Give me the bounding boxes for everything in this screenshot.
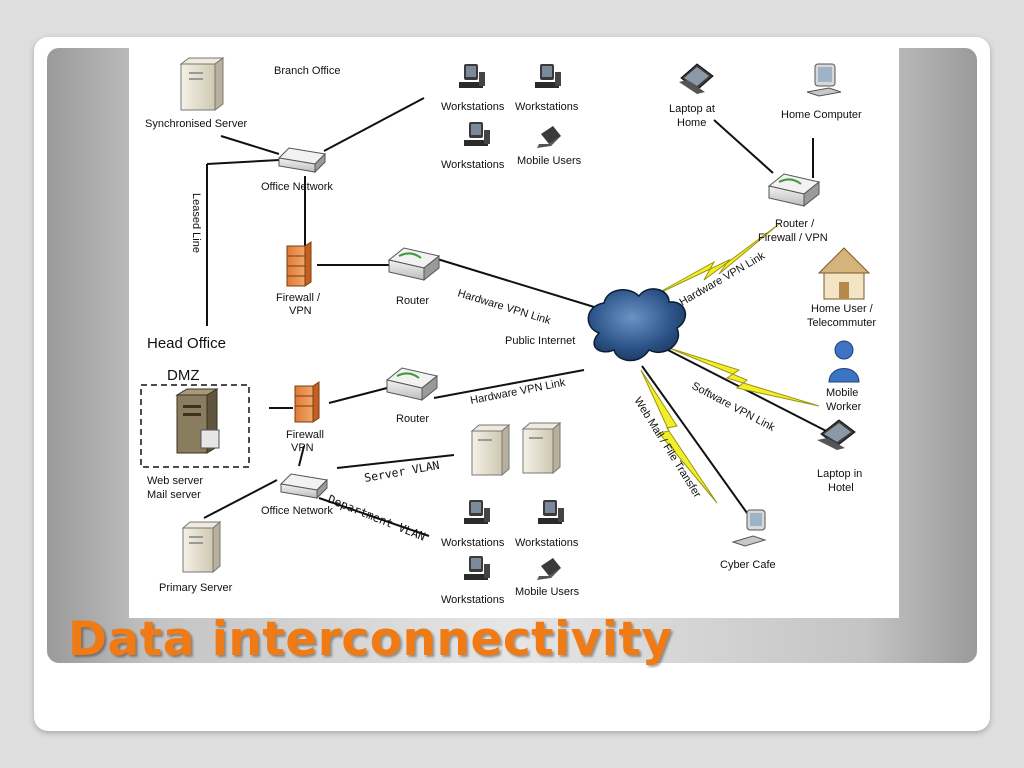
router-firewall-vpn-label-line2: Firewall / VPN [758, 232, 828, 244]
workstation-icon-6 [464, 556, 490, 580]
router-icon-2 [385, 367, 439, 402]
router-label-1: Router [396, 295, 429, 307]
laptop-at-home-icon [679, 63, 714, 94]
router-firewall-vpn-label-line1: Router / [775, 218, 815, 230]
cyber-cafe-label: Cyber Cafe [720, 559, 776, 571]
home-user-label-line2: Telecommuter [807, 317, 876, 329]
office-network-label-1: Office Network [261, 181, 333, 193]
vlan-server-icon-2 [521, 421, 562, 475]
laptop-at-home-label-line2: Home [677, 117, 706, 129]
dmz-box [140, 384, 250, 468]
firewall-vpn-label-1-line1: Firewall / [276, 292, 321, 304]
router-icon-1 [387, 247, 441, 282]
vpn-lightning-bolts [640, 223, 820, 504]
mobile-user-icon-2 [537, 558, 561, 580]
leased-line-label: Leased Line [190, 193, 202, 253]
office-network-label-2: Office Network [261, 505, 333, 517]
hardware-vpn-link-label-1: Hardware VPN Link [456, 287, 552, 327]
home-user-label-line1: Home User / [811, 303, 874, 315]
slide-title: Data interconnectivity [68, 612, 673, 667]
workstation-icon-2 [535, 64, 561, 88]
firewall-vpn-label-2-line1: Firewall [286, 429, 324, 441]
head-office-label: Head Office [147, 335, 226, 352]
workstation-icon-1 [459, 64, 485, 88]
mobile-users-label-1: Mobile Users [517, 155, 582, 167]
home-computer-label: Home Computer [781, 109, 862, 121]
internet-cloud-icon [587, 288, 687, 362]
mail-server-label: Mail server [147, 489, 201, 501]
branch-office-label: Branch Office [274, 65, 340, 77]
hardware-vpn-link-label-2: Hardware VPN Link [469, 377, 567, 407]
hardware-vpn-link-label-3: Hardware VPN Link [678, 250, 768, 309]
workstations-label-5: Workstations [515, 537, 579, 549]
synchronised-server-icon [179, 57, 225, 111]
workstation-icon-5 [538, 500, 564, 524]
home-router-icon [767, 173, 821, 208]
workstations-label-1: Workstations [441, 101, 505, 113]
public-internet-label: Public Internet [505, 335, 575, 347]
mobile-worker-label-line1: Mobile [826, 387, 858, 399]
mobile-worker-person-icon [828, 340, 860, 383]
firewall-vpn-label-2-line2: VPN [291, 442, 314, 454]
workstations-label-6: Workstations [441, 594, 505, 606]
cyber-cafe-computer-icon [731, 509, 767, 547]
synchronised-server-label: Synchronised Server [145, 118, 247, 130]
laptop-at-home-label-line1: Laptop at [669, 103, 715, 115]
laptop-in-hotel-label-line1: Laptop in [817, 468, 862, 480]
office-network-switch-icon-2 [279, 473, 329, 500]
web-server-label: Web server [147, 475, 203, 487]
workstations-label-2: Workstations [515, 101, 579, 113]
home-computer-icon [806, 63, 842, 97]
primary-server-label: Primary Server [159, 582, 233, 594]
router-label-2: Router [396, 413, 429, 425]
laptop-in-hotel-icon [817, 419, 856, 450]
mobile-users-label-2: Mobile Users [515, 586, 580, 598]
vlan-server-icon-1 [470, 423, 511, 477]
firewall-icon-1 [286, 241, 312, 287]
workstation-icon-4 [464, 500, 490, 524]
laptop-in-hotel-label-line2: Hotel [828, 482, 854, 494]
firewall-vpn-label-1-line2: VPN [289, 305, 312, 317]
primary-server-icon [181, 520, 222, 574]
software-vpn-link-label: Software VPN Link [690, 380, 778, 434]
connection-lines [203, 97, 835, 537]
mobile-worker-label-line2: Worker [826, 401, 862, 413]
firewall-icon-2 [294, 381, 320, 423]
office-network-switch-icon-1 [277, 147, 327, 174]
workstations-label-3: Workstations [441, 159, 505, 171]
dmz-label: DMZ [167, 367, 200, 384]
workstation-icon-3 [464, 122, 490, 146]
server-vlan-label: Server VLAN [363, 458, 441, 485]
network-diagram: Branch Office Synchronised Server Workst… [129, 48, 899, 618]
mobile-user-icon-1 [537, 126, 561, 148]
home-user-house-icon [817, 247, 871, 300]
workstations-label-4: Workstations [441, 537, 505, 549]
department-vlan-label: Department VLAN [326, 492, 428, 544]
